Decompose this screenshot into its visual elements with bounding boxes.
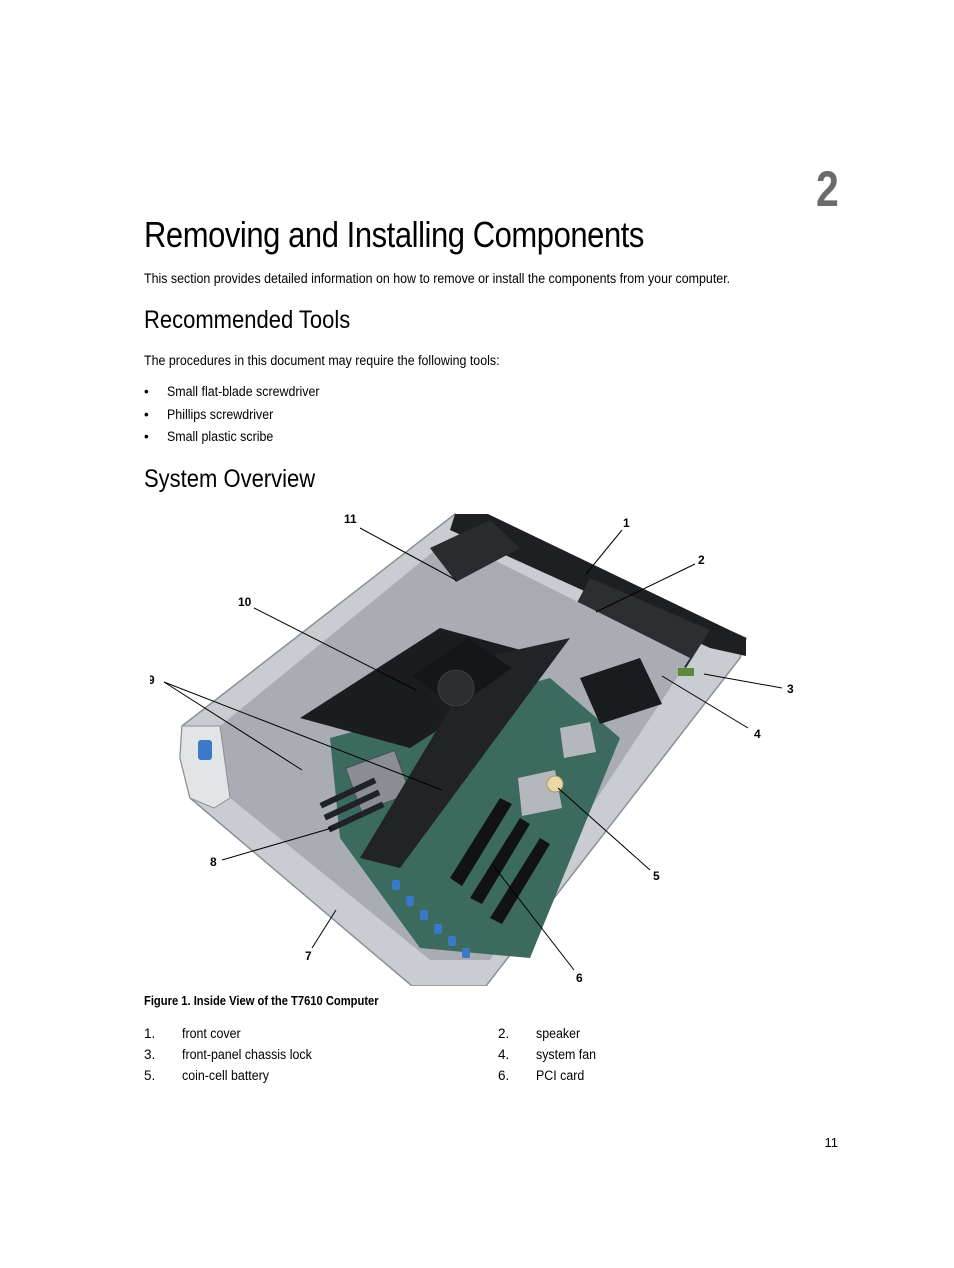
page-number: 11	[824, 1135, 839, 1150]
callout-leaders	[163, 527, 783, 971]
callout-label: 2	[698, 553, 705, 567]
tools-list: • Small flat-blade screwdriver • Phillip…	[144, 384, 333, 452]
callout-label: 10	[238, 595, 252, 609]
callout-label: 4	[754, 727, 761, 741]
list-item: • Small flat-blade screwdriver	[144, 384, 333, 407]
legend-number: 1.	[144, 1026, 156, 1041]
chapter-intro: This section provides detailed informati…	[144, 271, 731, 286]
section-heading-recommended-tools: Recommended Tools	[144, 306, 351, 334]
legend-number: 3.	[144, 1047, 156, 1062]
callout-label: 7	[305, 949, 312, 963]
legend-number: 6.	[498, 1068, 510, 1083]
bullet-icon: •	[144, 429, 149, 444]
pci-cards	[450, 798, 550, 924]
legend-label: PCI card	[536, 1068, 585, 1083]
callout-label: 1	[623, 516, 630, 530]
bullet-icon: •	[144, 406, 149, 422]
callout-label: 11	[344, 512, 357, 526]
callout-label: 8	[210, 855, 217, 869]
motherboard	[330, 678, 620, 958]
legend-number: 4.	[498, 1047, 510, 1062]
legend-label: front cover	[182, 1026, 241, 1041]
legend-number: 5.	[144, 1068, 156, 1083]
callout-label: 3	[787, 682, 794, 696]
list-item-text: Small plastic scribe	[167, 429, 274, 444]
figure-caption: Figure 1. Inside View of the T7610 Compu…	[144, 993, 379, 1008]
coin-cell-battery	[546, 775, 564, 793]
pci-slot-latches	[392, 880, 470, 958]
memory-dimms	[319, 777, 385, 833]
legend-row: 1. front cover 2. speaker	[144, 1026, 844, 1047]
callout-label: 5	[653, 869, 660, 883]
power-supply	[430, 520, 520, 582]
list-item-text: Small flat-blade screwdriver	[167, 384, 320, 399]
bullet-icon: •	[144, 384, 149, 399]
cpu-fan	[437, 669, 475, 707]
list-item-text: Phillips screwdriver	[167, 406, 274, 422]
legend-label: speaker	[536, 1026, 581, 1041]
chapter-title: Removing and Installing Components	[144, 214, 644, 255]
callout-label: 9	[150, 673, 155, 687]
latch-handle	[198, 740, 212, 760]
front-vent-area	[570, 578, 710, 668]
legend-label: front-panel chassis lock	[182, 1047, 312, 1062]
list-item: • Phillips screwdriver	[144, 407, 333, 430]
legend-label: system fan	[536, 1047, 597, 1062]
figure-legend: 1. front cover 2. speaker 3. front-panel…	[144, 1026, 844, 1089]
computer-interior-figure: 1 2 3 4 5 6 7 8 9 10 11	[148, 508, 810, 987]
legend-number: 2.	[498, 1026, 510, 1041]
heatsink	[560, 722, 596, 758]
air-shroud-bar	[360, 638, 570, 868]
chapter-number: 2	[816, 161, 839, 217]
legend-label: coin-cell battery	[182, 1068, 269, 1083]
legend-row: 3. front-panel chassis lock 4. system fa…	[144, 1047, 844, 1068]
computer-interior-illustration: 1 2 3 4 5 6 7 8 9 10 11	[148, 512, 794, 987]
section-heading-system-overview: System Overview	[144, 465, 316, 493]
chassis-lock	[678, 668, 694, 676]
list-item: • Small plastic scribe	[144, 429, 333, 452]
legend-row: 5. coin-cell battery 6. PCI card	[144, 1068, 844, 1089]
tools-intro: The procedures in this document may requ…	[144, 353, 500, 368]
rear-panel	[179, 725, 231, 809]
callout-label: 6	[576, 971, 583, 985]
system-fan	[580, 658, 662, 724]
